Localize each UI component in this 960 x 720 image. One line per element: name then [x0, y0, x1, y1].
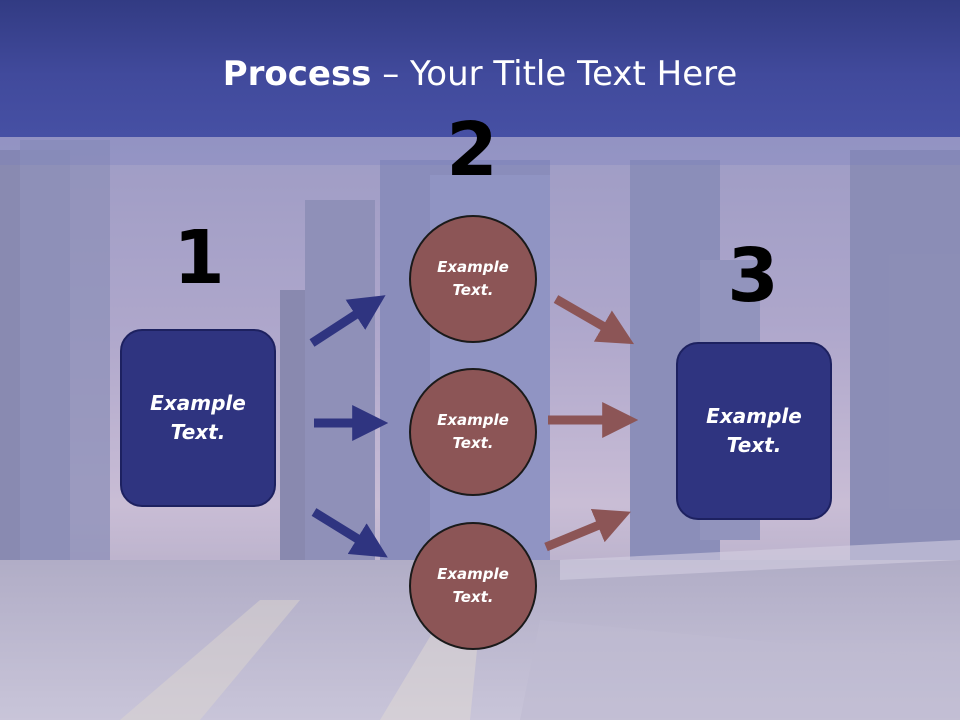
circle-top-line-1: Example	[437, 258, 509, 276]
arrow-bottom-to-right	[544, 508, 631, 552]
title-banner: Process – Your Title Text Here	[0, 0, 960, 165]
step-number-3: 3	[727, 233, 779, 319]
end-box-line-2: Text.	[726, 433, 782, 457]
title-bold: Process	[222, 54, 372, 94]
start-box: Example Text.	[120, 329, 276, 507]
start-box-line-1: Example	[150, 391, 246, 415]
end-box-line-1: Example	[706, 404, 802, 428]
arrow-left-to-top	[309, 295, 386, 347]
circle-bottom-line-2: Text.	[452, 588, 494, 606]
middle-circle-center: Example Text.	[409, 368, 537, 496]
circle-center-line-1: Example	[437, 411, 509, 429]
step-number-1: 1	[173, 215, 225, 301]
arrow-top-to-right	[553, 295, 635, 345]
start-box-line-2: Text.	[170, 420, 226, 444]
circle-bottom-line-1: Example	[437, 565, 509, 583]
arrow-left-to-bottom	[311, 508, 388, 558]
circle-center-line-2: Text.	[452, 434, 494, 452]
circle-top-line-2: Text.	[452, 281, 494, 299]
middle-circle-bottom: Example Text.	[409, 522, 537, 650]
title-rest: – Your Title Text Here	[371, 54, 738, 94]
end-box: Example Text.	[676, 342, 832, 520]
slide-title: Process – Your Title Text Here	[0, 52, 960, 96]
step-number-2: 2	[446, 107, 498, 193]
middle-circle-top: Example Text.	[409, 215, 537, 343]
